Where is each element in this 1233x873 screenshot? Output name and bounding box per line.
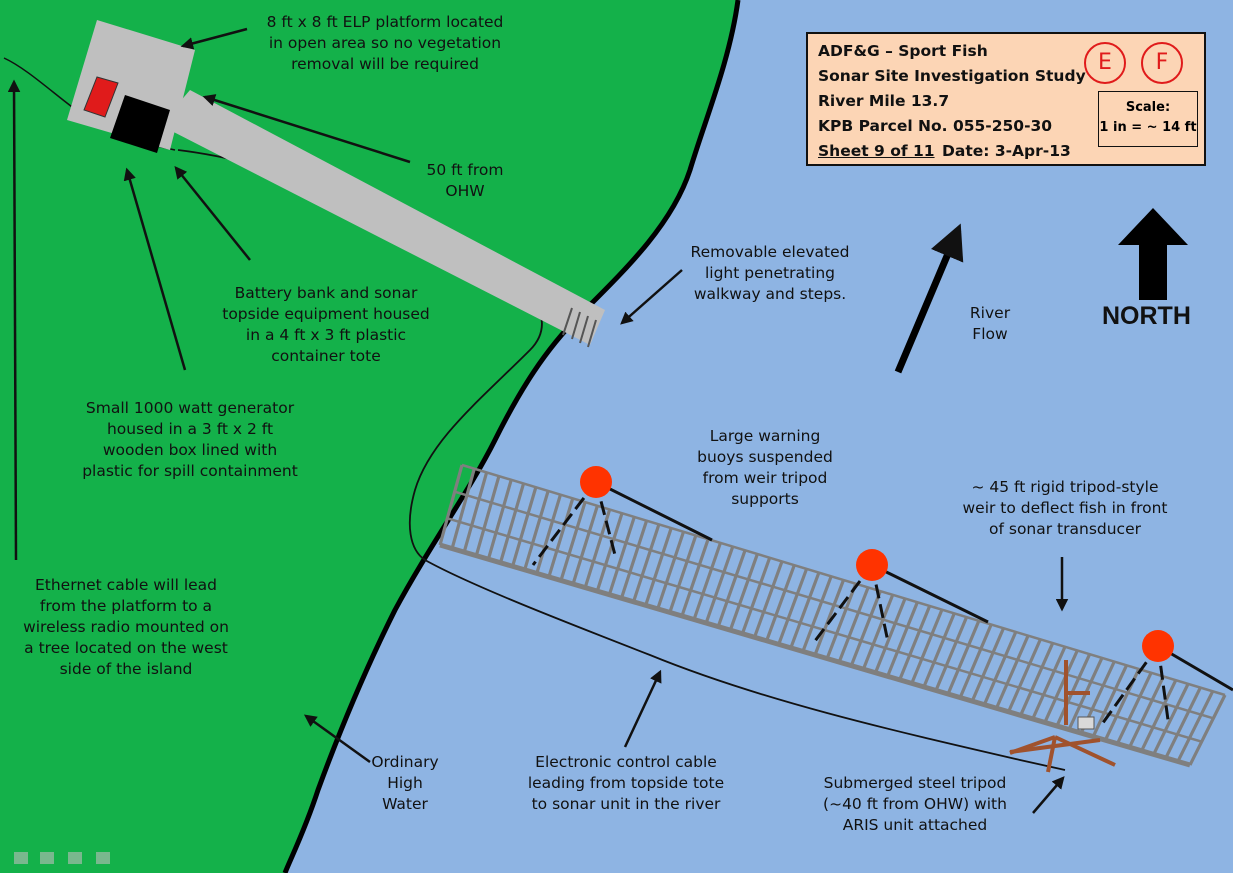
- control-cable-label: Electronic control cable leading from to…: [527, 753, 725, 813]
- battery-label: Battery bank and sonar topside equipment…: [222, 284, 430, 365]
- tripod-label: Submerged steel tripod (~40 ft from OHW)…: [823, 774, 1007, 834]
- warning-buoy-2: [856, 549, 888, 581]
- ordinary-high-water-line: [282, 0, 741, 873]
- aris-unit: [1077, 716, 1095, 730]
- title-parcel: KPB Parcel No. 055-250-30: [818, 117, 1053, 135]
- walkway-label: Removable elevated light penetrating wal…: [690, 243, 850, 303]
- title-sheet: Sheet 9 of 11: [818, 142, 935, 160]
- weir-label: ~ 45 ft rigid tripod-style weir to defle…: [962, 478, 1168, 538]
- submerged-steel-tripod: [1009, 660, 1116, 773]
- generator-box: [83, 76, 119, 118]
- title-river-mile: River Mile 13.7: [818, 92, 950, 110]
- title-study: Sonar Site Investigation Study: [818, 67, 1086, 85]
- scale-value: 1 in = ~ 14 ft: [1099, 120, 1197, 135]
- buoys-label: Large warning buoys suspended from weir …: [697, 427, 833, 508]
- distance-label: 50 ft from OHW: [426, 161, 504, 200]
- prev-slide-icon[interactable]: [14, 852, 28, 864]
- scale-title: Scale:: [1125, 100, 1171, 115]
- slide-menu-icon[interactable]: [68, 852, 82, 864]
- scale-box: Scale: 1 in = ~ 14 ft: [1098, 91, 1198, 147]
- warning-buoy-3: [1142, 630, 1174, 662]
- warning-buoy-1: [580, 466, 612, 498]
- title-date: Date: 3-Apr-13: [942, 142, 1071, 160]
- island-land: [0, 0, 738, 873]
- walkway: [160, 90, 605, 345]
- north-label: NORTH: [1102, 302, 1191, 330]
- north-arrow-icon: [1118, 208, 1188, 300]
- badge-e: E: [1084, 42, 1126, 84]
- battery-tote: [110, 95, 170, 153]
- next-slide-icon[interactable]: [96, 852, 110, 864]
- platform-label: 8 ft x 8 ft ELP platform located in open…: [266, 13, 504, 73]
- river-flow-label: River Flow: [969, 304, 1011, 343]
- badge-f: F: [1141, 42, 1183, 84]
- ethernet-label: Ethernet cable will lead from the platfo…: [23, 576, 229, 678]
- ohw-label: Ordinary High Water: [371, 753, 439, 813]
- callout-arrows: [7, 27, 1069, 814]
- title-block: ADF&G – Sport Fish Sonar Site Investigat…: [806, 32, 1206, 166]
- weir: [438, 463, 1227, 768]
- river-flow-arrow: [894, 223, 964, 374]
- generator-label: Small 1000 watt generator housed in a 3 …: [82, 399, 298, 480]
- pen-tool-icon[interactable]: [40, 852, 54, 864]
- walkway-steps: [562, 307, 597, 348]
- title-agency: ADF&G – Sport Fish: [818, 42, 988, 60]
